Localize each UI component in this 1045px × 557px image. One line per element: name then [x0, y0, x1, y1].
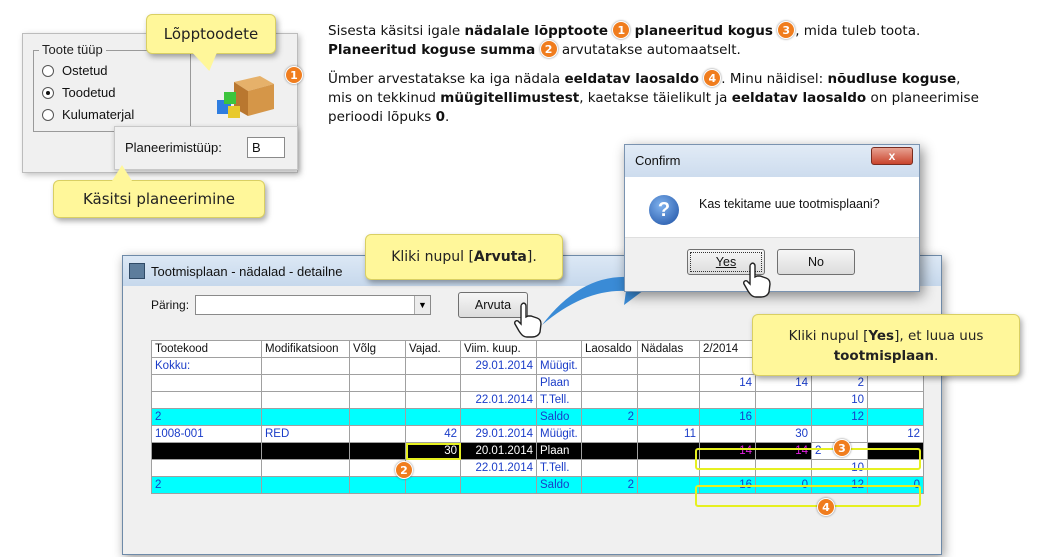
badge-4: 4 [703, 69, 722, 87]
product-box-icon [214, 70, 276, 122]
confirm-dialog: Confirm x ? Kas tekitame uue tootmisplaa… [624, 144, 920, 292]
dialog-button-bar [625, 237, 919, 291]
dialog-title: Confirm [635, 153, 681, 168]
close-button[interactable]: x [871, 147, 913, 165]
badge-3: 3 [833, 439, 851, 457]
arvuta-button[interactable]: Arvuta [458, 292, 528, 318]
callout-click-yes: Kliki nupul [Yes], et luua uus tootmispl… [752, 314, 1020, 376]
tootmisplaan-window: Tootmisplaan - nädalad - detailne Päring… [122, 255, 942, 555]
query-select[interactable]: ▼ [195, 295, 431, 315]
badge-2: 2 [539, 40, 558, 58]
callout-pointer [112, 165, 132, 181]
planned-sum-cell: 30 [405, 442, 461, 460]
callout-click-arvuta: Kliki nupul [Arvuta]. [365, 234, 563, 280]
planning-type-input[interactable]: B [247, 137, 285, 158]
window-title: Tootmisplaan - nädalad - detailne [151, 263, 343, 279]
query-label: Päring: [151, 298, 190, 312]
arrow-graphic [540, 255, 650, 335]
radio-ostetud[interactable]: Ostetud [42, 63, 108, 78]
dialog-message: Kas tekitame uue tootmisplaani? [699, 197, 880, 211]
question-icon: ? [649, 195, 679, 225]
badge-2: 2 [395, 461, 413, 479]
product-type-legend: Toote tüüp [39, 42, 106, 57]
no-button[interactable]: No [777, 249, 855, 275]
radio-kulumaterjal[interactable]: Kulumaterjal [42, 107, 134, 122]
instruction-paragraph-1: Sisesta käsitsi igale nädalale lõpptoote… [328, 21, 921, 58]
radio-selected-icon [42, 86, 54, 99]
product-type-group: Toote tüüp Ostetud Toodetud Kulumaterjal [33, 42, 191, 132]
highlight-planned-row [695, 448, 921, 470]
radio-circle-icon [42, 64, 54, 77]
radio-toodetud[interactable]: Toodetud [42, 85, 116, 100]
badge-1: 1 [285, 66, 303, 84]
dialog-titlebar: Confirm x [625, 145, 919, 177]
close-icon: x [888, 149, 896, 163]
badge-3: 3 [777, 21, 796, 39]
callout-final-products: Lõpptoodete [146, 14, 276, 54]
highlight-saldo-row [695, 485, 921, 507]
planning-type-label: Planeerimistüüp: [125, 140, 222, 155]
badge-4: 4 [817, 498, 835, 516]
radio-circle-icon [42, 108, 54, 121]
instruction-paragraph-2: Ümber arvestatakse ka iga nädala eeldata… [328, 69, 979, 125]
planning-type-panel: Planeerimistüüp: B [114, 126, 298, 170]
chevron-down-icon[interactable]: ▼ [414, 296, 430, 314]
hand-cursor-icon [742, 262, 772, 298]
app-icon [129, 263, 145, 279]
badge-1: 1 [612, 21, 631, 39]
callout-manual-planning: Käsitsi planeerimine [53, 180, 265, 218]
hand-cursor-icon [513, 302, 543, 338]
